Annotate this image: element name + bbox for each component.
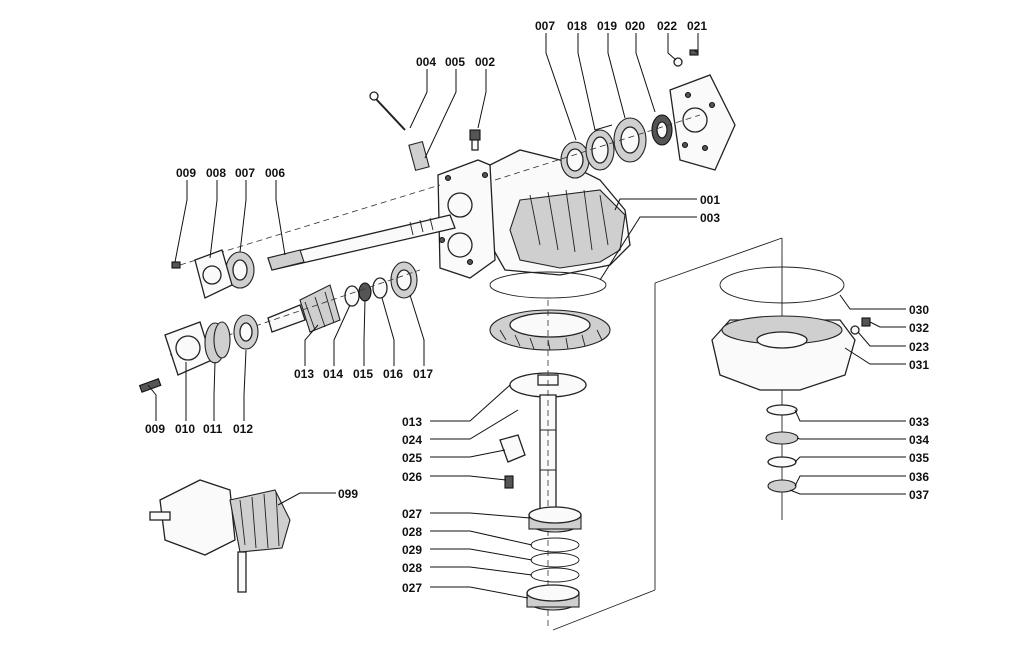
label-099: 099 <box>338 487 358 501</box>
dipstick-004 <box>369 91 430 172</box>
label-028-lower: 028 <box>402 561 422 575</box>
label-025: 025 <box>402 451 422 465</box>
assembly-frame <box>552 237 783 631</box>
label-005: 005 <box>445 55 465 69</box>
label-033: 033 <box>909 415 929 429</box>
label-001: 001 <box>700 193 720 207</box>
label-015: 015 <box>353 367 373 381</box>
label-027-upper: 027 <box>402 507 422 521</box>
label-027-lower: 027 <box>402 581 422 595</box>
label-017: 017 <box>413 367 433 381</box>
upper-cover-group <box>560 49 736 179</box>
output-cover-group <box>138 314 259 393</box>
pinion-group <box>267 261 418 333</box>
breather-002 <box>469 129 481 151</box>
lower-bearing-stack <box>526 506 582 611</box>
label-009-lower: 009 <box>145 422 165 436</box>
label-016: 016 <box>383 367 403 381</box>
label-003: 003 <box>700 211 720 225</box>
label-010: 010 <box>175 422 195 436</box>
label-006: 006 <box>265 166 285 180</box>
label-012: 012 <box>233 422 253 436</box>
label-002: 002 <box>475 55 495 69</box>
assembled-gearbox-thumbnail <box>149 479 291 593</box>
label-024: 024 <box>402 433 422 447</box>
label-018: 018 <box>567 19 587 33</box>
label-036: 036 <box>909 470 929 484</box>
label-007-top: 007 <box>535 19 555 33</box>
label-007-left: 007 <box>235 166 255 180</box>
label-029: 029 <box>402 543 422 557</box>
label-013-crown: 013 <box>402 415 422 429</box>
part-labels: 004 005 002 007 018 019 020 022 021 009 … <box>145 19 929 595</box>
gearbox-housing <box>437 149 631 279</box>
label-011: 011 <box>203 422 223 436</box>
label-034: 034 <box>909 433 929 447</box>
label-019: 019 <box>597 19 617 33</box>
label-035: 035 <box>909 451 929 465</box>
label-008: 008 <box>206 166 226 180</box>
lower-cover-group <box>711 266 871 493</box>
label-020: 020 <box>625 19 645 33</box>
label-028-upper: 028 <box>402 525 422 539</box>
leader-lines <box>147 33 906 599</box>
label-032: 032 <box>909 321 929 335</box>
label-004: 004 <box>416 55 436 69</box>
label-026: 026 <box>402 470 422 484</box>
label-037: 037 <box>909 488 929 502</box>
o-ring-003 <box>489 271 607 299</box>
crown-wheel-group <box>489 309 611 511</box>
label-023: 023 <box>909 340 929 354</box>
label-031: 031 <box>909 358 929 372</box>
label-009-upper: 009 <box>176 166 196 180</box>
label-021: 021 <box>687 19 707 33</box>
label-030: 030 <box>909 303 929 317</box>
label-014: 014 <box>323 367 343 381</box>
input-shaft-006 <box>267 214 456 271</box>
label-013-pinion: 013 <box>294 367 314 381</box>
input-cover-group <box>171 249 255 299</box>
label-022: 022 <box>657 19 677 33</box>
